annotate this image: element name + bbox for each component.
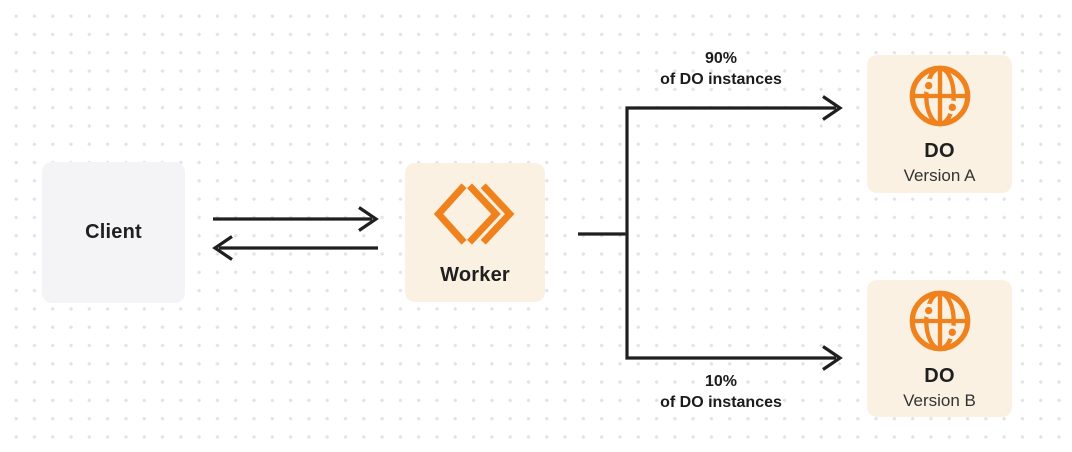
worker-node: Worker [405,163,545,302]
branch-label-bottom: 10% of DO instances [611,371,831,413]
branch-bottom-caption: of DO instances [660,394,782,411]
do-b-title: DO [924,364,955,387]
do-b-subtitle: Version B [903,390,976,410]
branch-top-caption: of DO instances [660,71,782,88]
arrow-to-do-b-head [822,345,843,371]
arrow-worker-to-client-head [212,235,233,261]
do-a-title: DO [924,140,955,162]
do-version-a-node: DO Version A [867,55,1012,193]
branch-bottom-percent: 10% [704,373,738,390]
branch-top-percent: 90% [704,50,738,67]
globe-icon [909,290,970,351]
do-a-subtitle: Version A [903,166,976,185]
arrow-to-do-a-head [822,95,843,121]
workers-icon [433,182,515,245]
client-node: Client [42,162,185,303]
do-version-b-node: DO Version B [867,280,1012,417]
arrow-client-to-worker-head [358,206,379,232]
branch-label-top: 90% of DO instances [611,48,831,90]
globe-icon [909,65,970,127]
branch-bracket-line [625,106,836,360]
client-label: Client [85,221,142,243]
worker-label: Worker [440,263,510,286]
